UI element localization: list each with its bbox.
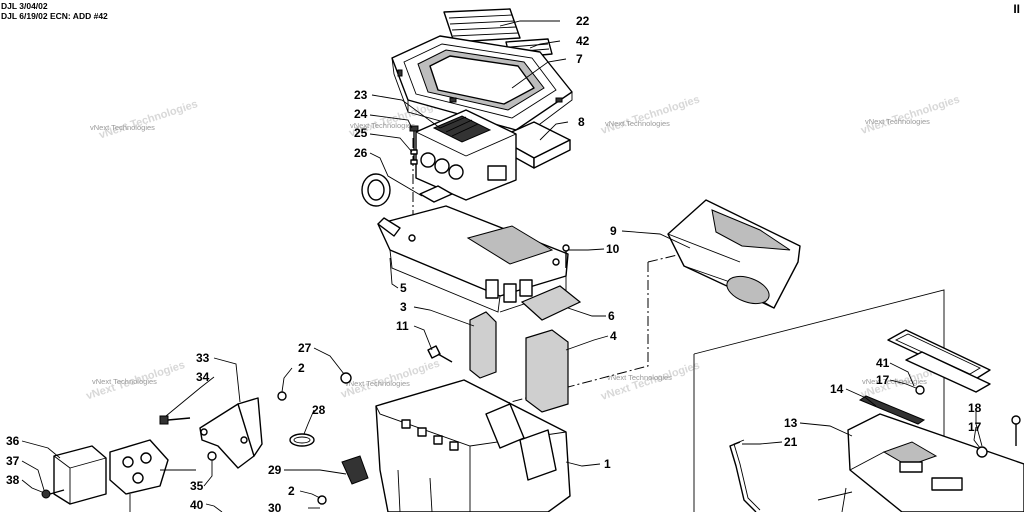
watermark-text: vNext Technologies [865,117,930,126]
watermark-text: vNext Technologies [90,123,155,132]
callout-35: 35 [190,479,204,493]
callout-6: 6 [608,309,615,323]
callout-42: 42 [576,34,590,48]
svg-text:vNext Technologies: vNext Technologies [98,98,200,141]
callout-9: 9 [610,224,617,238]
callout-40: 40 [190,498,204,512]
callout-1: 1 [604,457,611,471]
callout-38: 38 [6,473,20,487]
base-tray-5 [377,205,569,313]
intake-duct-9 [667,199,801,309]
pad-25 [419,185,453,203]
callout-36: 36 [6,434,20,448]
callout-labels: 22 42 7 8 23 24 25 26 9 10 5 3 6 11 4 33… [6,14,982,512]
callout-10: 10 [606,242,620,256]
screw-10 [562,244,570,268]
callout-7: 7 [576,52,583,66]
watermark-text: vNext Technologies [607,373,672,382]
bracket-33 [199,397,263,469]
bolt-34 [159,415,191,425]
screw-17a [915,385,925,395]
callout-8: 8 [578,115,585,129]
intake-13 [847,413,1024,512]
callout-14: 14 [830,382,844,396]
clip-29 [341,455,369,485]
screw-11 [427,345,453,363]
callout-13: 13 [784,416,798,430]
watermark-text: vNext Technologies [605,119,670,128]
cover-36 [53,445,107,505]
callout-3: 3 [400,300,407,314]
callout-21: 21 [784,435,798,449]
bracket-bottom-right [817,487,853,512]
leader-lines [21,20,983,512]
nut-27 [340,372,352,384]
bolt-24-25 [409,125,419,165]
watermark-text: vNext Technologies [92,377,157,386]
callout-18: 18 [968,401,982,415]
module-23 [415,109,517,201]
watermark-text: vNext Technologies [350,121,415,130]
watermark-text: vNext Technologies [345,379,410,388]
svg-text:vNext Technologies: vNext Technologies [599,94,701,137]
main-box-1 [375,379,571,512]
foam-6 [520,285,582,321]
callout-25: 25 [354,126,368,140]
callout-34: 34 [196,370,210,384]
nut-17b [976,446,988,458]
callout-11: 11 [396,319,409,333]
grommet-26 [361,173,391,207]
callout-24: 24 [354,107,368,121]
callout-23: 23 [354,88,368,102]
callout-29: 29 [268,463,282,477]
nut-35 [207,451,217,461]
carburetor-assembly [109,439,196,512]
callout-26: 26 [354,146,368,160]
callout-27: 27 [298,341,312,355]
corner-mark: II [1013,2,1020,16]
callout-22: 22 [576,14,590,28]
callout-33: 33 [196,351,210,365]
wire-21 [729,439,761,512]
revision-line-2: DJL 6/19/02 ECN: ADD #42 [1,11,108,21]
nut-2-upper [277,391,287,401]
revision-line-1: DJL 3/04/02 [1,1,48,11]
callout-2-lower: 2 [288,484,295,498]
callout-17-upper: 17 [876,373,890,387]
decal-22 [443,8,521,43]
callout-37: 37 [6,454,20,468]
screw-38 [41,489,65,499]
callout-30: 30 [268,501,282,512]
callout-17-lower: 17 [968,420,982,434]
callout-41: 41 [876,356,890,370]
callout-5: 5 [400,281,407,295]
callout-28: 28 [312,403,326,417]
bolt-18 [1011,415,1021,446]
callout-4: 4 [610,329,617,343]
airbox-lid-7 [391,35,573,143]
callout-2-upper: 2 [298,361,305,375]
svg-text:vNext Technologies: vNext Technologies [859,94,961,137]
clamp-28 [289,433,315,447]
gasket-41 [905,351,991,393]
foam-4 [525,329,569,413]
foam-3 [469,311,497,379]
